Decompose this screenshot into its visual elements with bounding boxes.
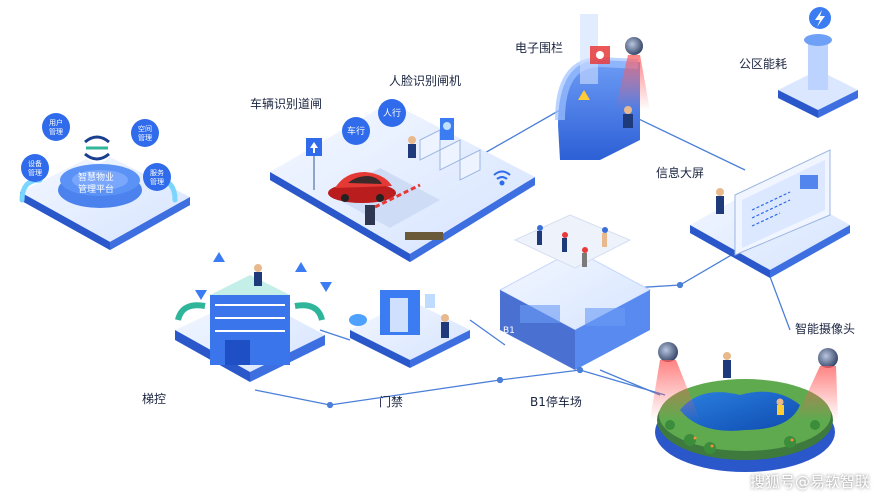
- line-node: [676, 281, 684, 289]
- label-vehicle-gate: 车辆识别道闸: [250, 97, 323, 111]
- svg-text:设备: 设备: [28, 159, 42, 168]
- camera-node: [650, 342, 838, 472]
- barrier-arm: [374, 183, 421, 209]
- platform-title-line1: 智慧物业: [78, 171, 114, 183]
- fence-panel: [580, 14, 598, 84]
- line-node: [496, 376, 504, 384]
- line-node: [326, 401, 334, 409]
- line-parking-to-camera: [599, 369, 661, 396]
- fence-node: [555, 14, 650, 160]
- ground-plate: [405, 232, 443, 240]
- svg-text:服务: 服务: [150, 168, 164, 177]
- line-access-to-elevator: [319, 329, 351, 341]
- warning-icon: [578, 90, 590, 100]
- platform-title-line2: 管理平台: [78, 183, 114, 195]
- up-arrow: [213, 252, 225, 262]
- camera-icon: [818, 348, 838, 368]
- svg-text:管理: 管理: [28, 168, 42, 177]
- fence-camera: [625, 37, 643, 55]
- svg-text:用户: 用户: [49, 118, 63, 127]
- label-elevator: 梯控: [142, 392, 167, 406]
- energy-node: [778, 7, 858, 118]
- down-arrow: [320, 282, 332, 292]
- sign-car: 车行: [342, 117, 370, 145]
- label-parking: B1停车场: [530, 395, 582, 409]
- svg-text:管理: 管理: [150, 177, 164, 186]
- svg-text:空间: 空间: [138, 124, 152, 133]
- camera-icon: [658, 342, 678, 362]
- line-bottom-route: [254, 369, 666, 406]
- line-fence-to-screen: [619, 109, 746, 171]
- screen-node: [690, 149, 850, 278]
- bubble-device: 设备 管理: [21, 154, 49, 182]
- svg-text:人行: 人行: [383, 107, 401, 119]
- bubble-space: 空间 管理: [131, 119, 159, 147]
- label-info-screen: 信息大屏: [656, 166, 705, 180]
- label-camera: 智能摄像头: [795, 322, 856, 336]
- label-e-fence: 电子围栏: [515, 41, 564, 55]
- platform-logo: [82, 133, 112, 163]
- bubble-service: 服务 管理: [143, 163, 171, 191]
- gate-node: 车行 人行: [270, 99, 535, 262]
- down-arrow: [195, 290, 207, 300]
- cloud-icon: [349, 314, 367, 326]
- line-node: [576, 366, 584, 374]
- line-parking-to-access: [469, 319, 506, 346]
- wifi-icon: [493, 170, 511, 186]
- access-node: [349, 290, 470, 368]
- red-car: [328, 172, 396, 203]
- watermark: 搜狐号@易软智联: [749, 473, 870, 491]
- svg-text:管理: 管理: [138, 133, 152, 142]
- svg-text:车行: 车行: [347, 125, 365, 137]
- svg-text:管理: 管理: [49, 127, 63, 136]
- label-energy: 公区能耗: [739, 57, 788, 71]
- parking-node: B1: [498, 214, 652, 370]
- label-access: 门禁: [379, 395, 404, 409]
- bubble-user: 用户 管理: [42, 113, 70, 141]
- platform-node: 智慧物业 管理平台 用户 管理 空间 管理 设备 管理 服务 管理: [19, 113, 190, 250]
- sign-person: 人行: [378, 99, 406, 127]
- barrier-post: [365, 205, 375, 225]
- b1-sign: B1: [503, 326, 515, 336]
- up-arrow: [295, 262, 307, 272]
- label-face-gate: 人脸识别闸机: [389, 74, 462, 88]
- elevator-node: [175, 252, 332, 382]
